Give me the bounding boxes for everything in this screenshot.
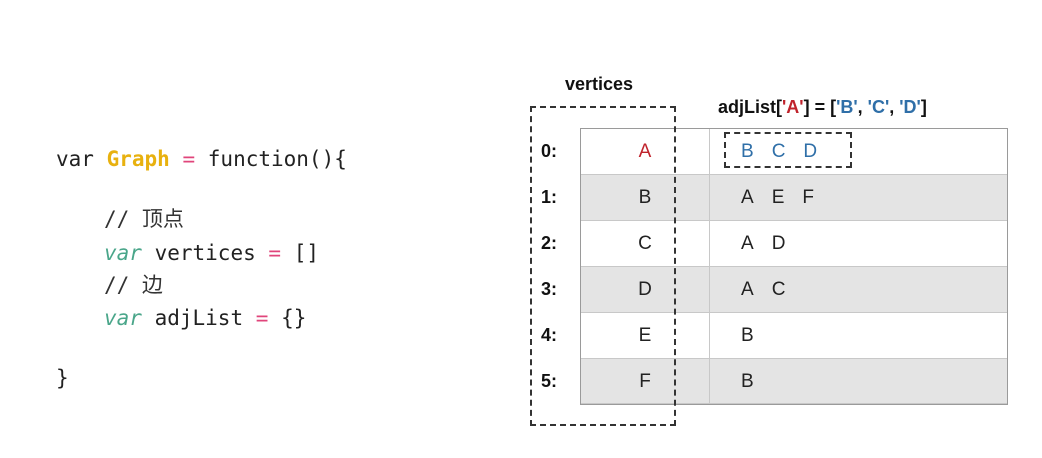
adjlist-title-separator: , — [889, 97, 900, 117]
adjlist-title-value: 'C' — [867, 97, 890, 117]
neighbor-item: F — [802, 187, 814, 208]
adjlist-title-value: 'D' — [899, 97, 921, 117]
adjlist-title-separator: , — [857, 97, 868, 117]
neighbor-item: B — [741, 325, 754, 346]
code-identifier: Graph — [106, 147, 170, 171]
neighbor-item: A — [741, 233, 754, 254]
neighbor-item: A — [741, 279, 754, 300]
neighbor-item: D — [803, 141, 818, 162]
code-line-close: } — [56, 363, 69, 393]
neighbor-item: C — [771, 279, 786, 300]
code-operator: = — [182, 147, 196, 171]
code-comment-edges: // 边 — [104, 270, 163, 300]
code-text: function(){ — [207, 147, 347, 171]
column-divider — [709, 129, 710, 404]
neighbor-item: B — [741, 371, 754, 392]
code-text: {} — [281, 306, 307, 330]
neighbor-item: B — [741, 141, 754, 162]
code-operator: = — [268, 241, 282, 265]
code-keyword: var — [104, 306, 142, 330]
vertex-cell: B — [638, 187, 652, 208]
neighbor-item: A — [741, 187, 754, 208]
neighbor-item: D — [771, 233, 786, 254]
vertices-dashed-outline — [530, 106, 676, 426]
code-comment-vertices: // 顶点 — [104, 204, 184, 234]
adjlist-title-prefix: adjList[ — [718, 97, 783, 117]
code-identifier: vertices — [154, 241, 256, 265]
row-index-label: 1: — [541, 187, 558, 207]
row-index-label: 4: — [541, 325, 558, 345]
code-text: } — [56, 366, 69, 390]
table-row: E B — [581, 313, 1007, 359]
code-line-vertices: var vertices = [] — [104, 238, 319, 268]
adjlist-title-value: 'B' — [836, 97, 858, 117]
code-comment: // 顶点 — [104, 207, 184, 231]
neighbors-cell: B — [741, 359, 772, 405]
code-line-graph: var Graph = function(){ — [56, 144, 347, 174]
code-keyword: var — [104, 241, 142, 265]
vertex-cell: C — [638, 233, 652, 254]
vertex-cell: A — [638, 141, 652, 162]
code-comment: // 边 — [104, 273, 163, 297]
row-index-label: 2: — [541, 233, 558, 253]
vertices-title: vertices — [565, 74, 634, 94]
code-keyword: var — [56, 147, 94, 171]
row-index-label: 0: — [541, 141, 558, 161]
code-text: [] — [293, 241, 320, 265]
adjlist-title-mid: ] = [ — [803, 97, 837, 117]
neighbor-item: E — [771, 187, 785, 208]
vertex-cell: D — [638, 279, 652, 300]
neighbors-cell: B — [741, 313, 772, 359]
adjlist-title-key: 'A' — [782, 97, 804, 117]
adjlist-title: adjList['A'] = ['B', 'C', 'D'] — [718, 97, 927, 118]
adjlist-a-dashed-outline — [724, 132, 852, 168]
code-operator: = — [255, 306, 269, 330]
code-line-adjlist: var adjList = {} — [104, 303, 306, 333]
table-row: F B — [581, 359, 1007, 404]
code-identifier: adjList — [154, 306, 244, 330]
adjlist-title-suffix: ] — [920, 97, 927, 117]
vertex-cell: F — [639, 371, 651, 392]
row-index-label: 5: — [541, 371, 558, 391]
vertex-cell: E — [638, 325, 652, 346]
row-index-label: 3: — [541, 279, 558, 299]
neighbor-item: C — [771, 141, 786, 162]
